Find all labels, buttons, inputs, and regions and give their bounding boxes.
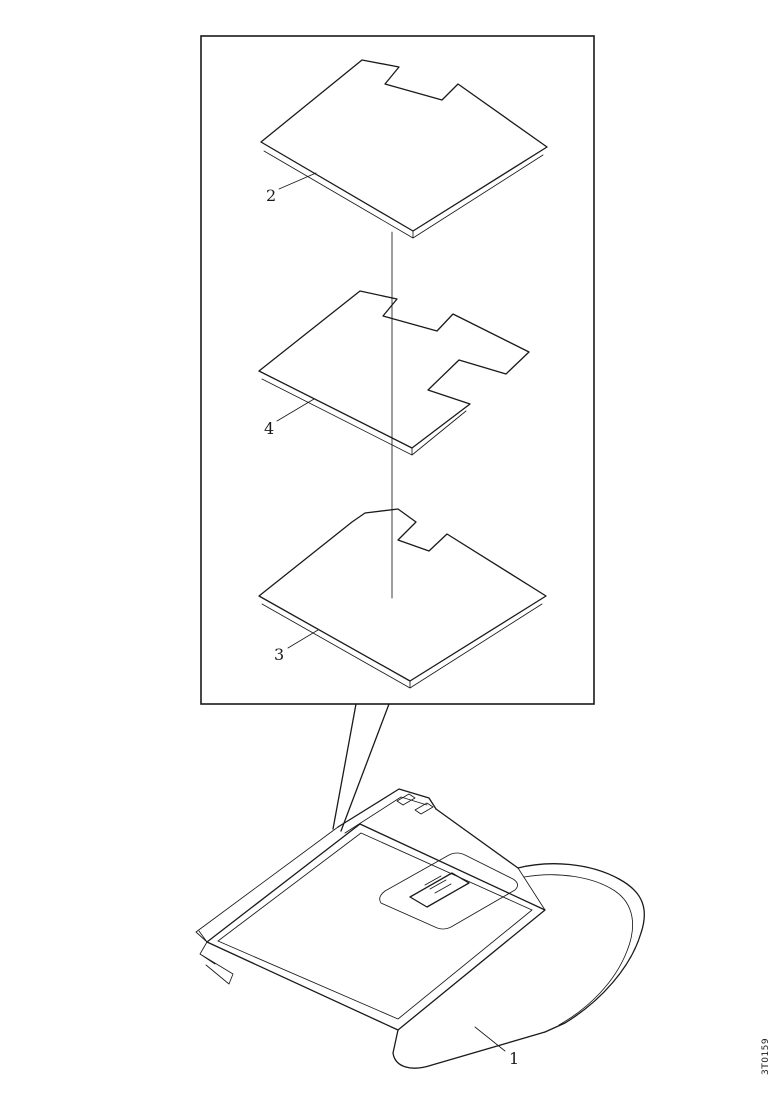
- right-wing-contour: [523, 874, 633, 1026]
- floor-panel-drawing: 1: [195, 788, 645, 1069]
- front-skirt: [392, 1029, 546, 1069]
- wing-crease: [517, 867, 546, 911]
- part-4-label: 4: [264, 419, 274, 438]
- mat-3-thickness-edge: [261, 603, 543, 689]
- drawing-code: 3T0159: [761, 1038, 771, 1075]
- rear-guide-left: [396, 793, 416, 806]
- mat-2-thickness-edge: [263, 150, 544, 239]
- mat-3-outline: [258, 508, 547, 682]
- floor-mat-inner-outline: [217, 832, 533, 1020]
- mat-4-outline: [258, 290, 530, 449]
- part-1-leader-line: [474, 1026, 506, 1052]
- panel-rim-edge: [195, 826, 339, 943]
- part-3-leader-line: [287, 629, 319, 649]
- latch-hatch-lines: [424, 875, 452, 894]
- mat-part-2-drawing: 2: [260, 59, 548, 239]
- rear-guide-right: [414, 802, 434, 815]
- rear-edge-parallel: [344, 796, 428, 834]
- pointer-left-line: [332, 703, 357, 830]
- detail-view-border: [200, 35, 595, 705]
- floor-mat-outer-outline: [206, 823, 546, 1031]
- left-corner-fold: [198, 930, 234, 985]
- mat-4-thickness-edge: [261, 378, 467, 456]
- callout-pointer: [332, 703, 390, 832]
- top-edge-right: [435, 808, 519, 869]
- right-wing-outline: [517, 863, 645, 1033]
- part-3-label: 3: [274, 645, 284, 664]
- mat-2-outline: [260, 59, 548, 232]
- mat-part-3-drawing: 3: [258, 508, 547, 689]
- part-2-label: 2: [266, 186, 276, 205]
- latch-outline: [409, 872, 470, 908]
- mat-part-4-drawing: 4: [258, 290, 530, 456]
- center-panel-outline: [379, 852, 518, 930]
- part-4-leader-line: [276, 398, 315, 422]
- part-1-label: 1: [509, 1049, 519, 1068]
- part-2-leader-line: [278, 172, 317, 190]
- pointer-right-line: [340, 703, 390, 832]
- rear-edge: [337, 788, 437, 828]
